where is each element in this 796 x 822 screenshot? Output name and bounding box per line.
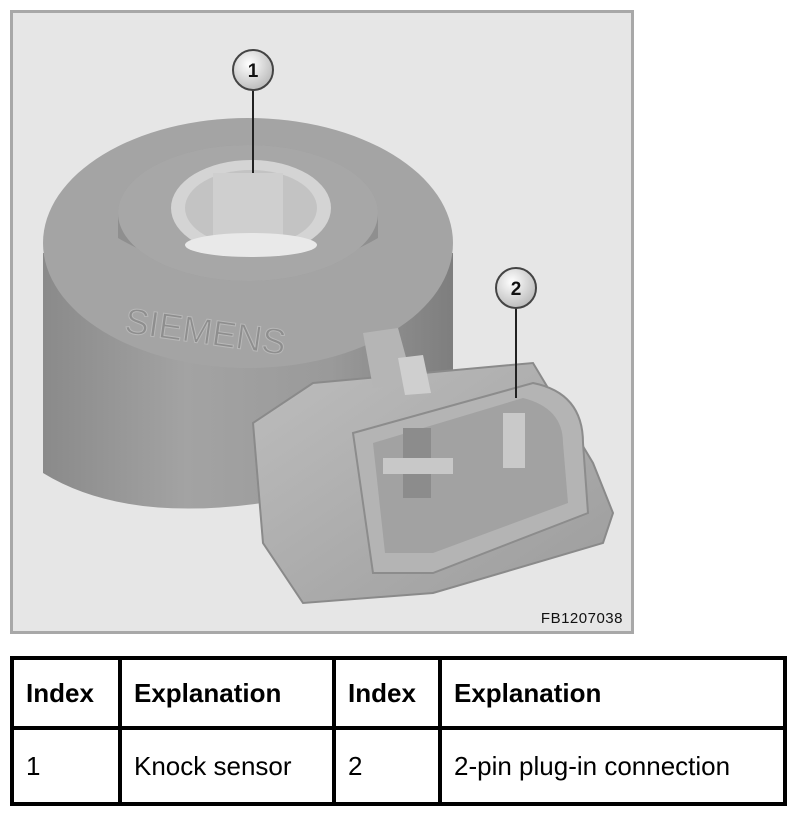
callout-2-label: 2 <box>511 279 522 300</box>
header-index-1: Index <box>10 656 122 730</box>
cell-explanation-2: 2-pin plug-in connection <box>438 726 787 806</box>
table-header-row: Index Explanation Index Explanation <box>10 656 787 730</box>
header-index-2: Index <box>332 656 442 730</box>
cell-index-1: 1 <box>10 726 122 806</box>
index-table: Index Explanation Index Explanation 1 Kn… <box>10 656 787 806</box>
figure-frame: SIEMENS 1 2 FB1207038 <box>10 10 634 634</box>
knock-sensor-illustration: SIEMENS 1 2 <box>43 49 615 605</box>
cell-explanation-1: Knock sensor <box>118 726 336 806</box>
figure-code: FB1207038 <box>540 610 623 627</box>
callout-2: 2 <box>495 267 537 398</box>
header-explanation-1: Explanation <box>118 656 336 730</box>
callout-1-ball <box>232 49 274 91</box>
callout-1: 1 <box>232 49 274 173</box>
header-explanation-2: Explanation <box>438 656 787 730</box>
plug-connector <box>251 328 615 605</box>
callout-1-label: 1 <box>248 61 259 82</box>
cell-index-2: 2 <box>332 726 442 806</box>
callout-2-ball <box>495 267 537 309</box>
knock-sensor-body: SIEMENS <box>43 118 453 509</box>
table-row: 1 Knock sensor 2 2-pin plug-in connectio… <box>10 726 787 806</box>
